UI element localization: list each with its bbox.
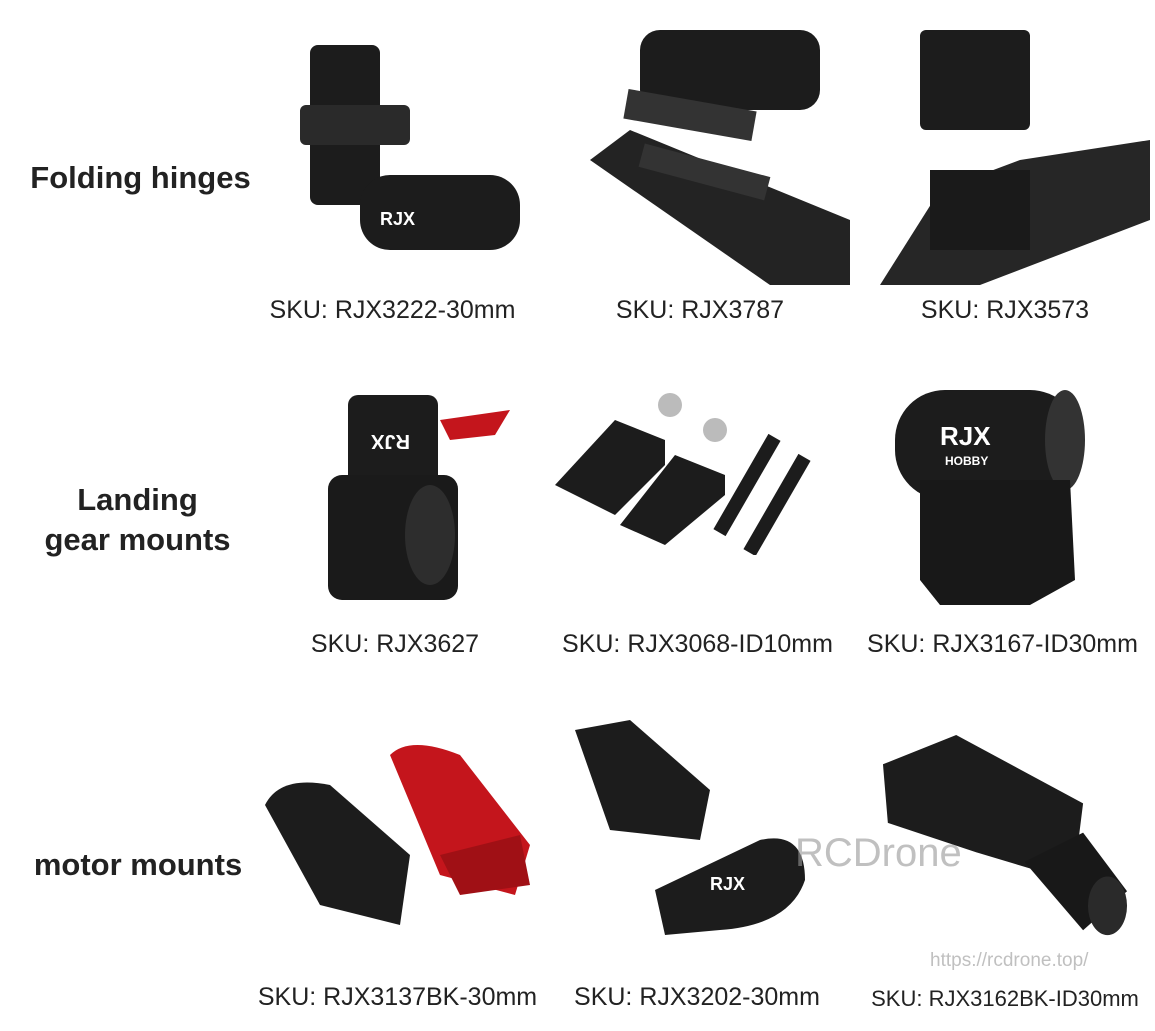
sku-label: SKU: RJX3162BK-ID30mm (871, 986, 1139, 1011)
svg-text:RJX: RJX (940, 421, 991, 451)
category-label-line: gear mounts (44, 522, 231, 557)
product-image-rjx3167: RJX HOBBY (880, 380, 1090, 610)
product-image-rjx3202: RJX (570, 720, 830, 940)
sku-label: SKU: RJX3627 (310, 630, 480, 658)
category-label-motor-mounts: motor mounts (33, 847, 243, 882)
sku-label: SKU: RJX3068-ID10mm (562, 630, 833, 658)
svg-text:RJX: RJX (710, 874, 745, 894)
sku-label: SKU: RJX3222-30mm (269, 296, 516, 324)
product-image-rjx3627: RJX (320, 385, 520, 605)
sku-label: SKU: RJX3137BK-30mm (257, 983, 538, 1011)
svg-text:RJX: RJX (380, 209, 415, 229)
svg-text:HOBBY: HOBBY (945, 454, 988, 468)
watermark-url: https://rcdrone.top/ (930, 950, 1089, 971)
category-label-folding-hinges: Folding hinges (30, 160, 251, 195)
svg-text:RJX: RJX (370, 430, 410, 452)
category-label-line: Landing (77, 482, 198, 517)
sku-label: SKU: RJX3167-ID30mm (867, 630, 1138, 658)
product-image-rjx3222: RJX (290, 25, 530, 270)
sku-label: SKU: RJX3787 (615, 296, 785, 324)
product-image-rjx3162 (875, 735, 1135, 940)
product-image-rjx3573 (880, 20, 1150, 285)
watermark-text: RCDrone (795, 831, 962, 875)
category-label-landing-gear: Landing gear mounts (20, 480, 255, 560)
product-image-rjx3787 (580, 20, 850, 285)
product-image-rjx3068 (555, 385, 845, 557)
sku-label: SKU: RJX3573 (920, 296, 1090, 324)
product-image-rjx3137 (260, 735, 540, 935)
sku-label: SKU: RJX3202-30mm (574, 983, 820, 1011)
